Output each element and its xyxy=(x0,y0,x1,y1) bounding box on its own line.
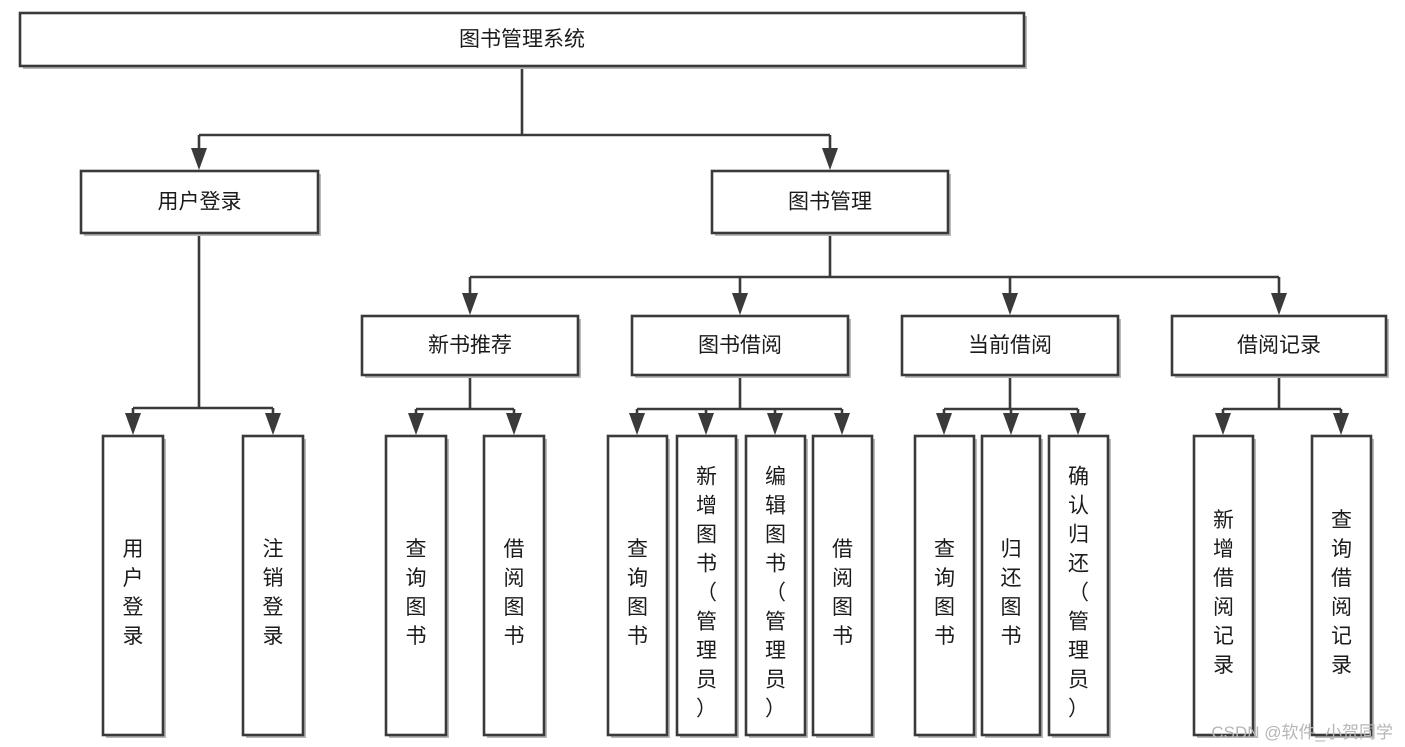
node-label: 图书借阅 xyxy=(698,334,782,357)
node-rect[interactable] xyxy=(1192,434,1255,737)
node-label: 查询图书 xyxy=(934,538,955,648)
node-label: 当前借阅 xyxy=(968,334,1052,357)
node-rect[interactable] xyxy=(360,314,580,377)
node-label: 确认归还（管理员） xyxy=(1068,465,1089,720)
node-label: 借阅图书 xyxy=(504,538,525,648)
node-rect[interactable] xyxy=(710,169,950,235)
node-label: 图书管理系统 xyxy=(459,28,585,51)
node-label: 查询借阅记录 xyxy=(1331,509,1352,677)
node-label: 新增图书（管理员） xyxy=(696,465,717,720)
node-n-book-borrow[interactable]: 图书借阅 xyxy=(630,314,851,378)
node-rect[interactable] xyxy=(384,434,448,737)
node-n-new-book-rec[interactable]: 新书推荐 xyxy=(360,314,581,378)
node-rect[interactable] xyxy=(980,434,1042,737)
node-n-borrow-record[interactable]: 借阅记录 xyxy=(1170,314,1389,378)
node-l-logout[interactable]: 注销登录 xyxy=(241,434,306,738)
node-rect[interactable] xyxy=(675,434,738,737)
node-rect[interactable] xyxy=(79,169,320,235)
connector-layer xyxy=(125,66,1349,435)
connector-e-current-borrow xyxy=(936,375,1086,435)
node-l-query-record[interactable]: 查询借阅记录 xyxy=(1310,434,1374,738)
connector-e-user-login xyxy=(125,233,281,435)
node-rect[interactable] xyxy=(913,434,976,737)
node-rect[interactable] xyxy=(606,434,669,737)
node-label: 图书管理 xyxy=(788,191,872,214)
node-label: 新书推荐 xyxy=(428,334,512,357)
node-rect[interactable] xyxy=(1170,314,1388,377)
node-l-confirm-return[interactable]: 确认归还（管理员） xyxy=(1047,434,1111,738)
node-label: 用户登录 xyxy=(123,538,144,648)
node-layer: 图书管理系统用户登录图书管理新书推荐图书借阅当前借阅借阅记录用户登录注销登录查询… xyxy=(18,11,1389,738)
node-l-add-record[interactable]: 新增借阅记录 xyxy=(1192,434,1256,738)
node-label: 注销登录 xyxy=(263,538,284,648)
node-label: 新增借阅记录 xyxy=(1213,509,1234,677)
node-rect[interactable] xyxy=(18,11,1026,68)
node-label: 用户登录 xyxy=(158,191,242,214)
node-l-query-book-2[interactable]: 查询图书 xyxy=(606,434,670,738)
node-rect[interactable] xyxy=(482,434,546,737)
node-label: 查询图书 xyxy=(406,538,427,648)
connector-e-root xyxy=(191,66,838,170)
node-n-user-login[interactable]: 用户登录 xyxy=(79,169,321,236)
node-label: 查询图书 xyxy=(627,538,648,648)
node-n-current-borrow[interactable]: 当前借阅 xyxy=(900,314,1121,378)
node-label: 归还图书 xyxy=(1001,538,1022,648)
connector-e-new-book-rec xyxy=(408,375,522,435)
node-rect[interactable] xyxy=(744,434,807,737)
node-label: 借阅记录 xyxy=(1237,334,1321,357)
node-label: 借阅图书 xyxy=(832,538,853,648)
connector-e-borrow-record xyxy=(1215,375,1349,435)
node-l-edit-book[interactable]: 编辑图书（管理员） xyxy=(744,434,808,738)
node-l-query-book-3[interactable]: 查询图书 xyxy=(913,434,977,738)
node-rect[interactable] xyxy=(900,314,1120,377)
node-rect[interactable] xyxy=(101,434,165,737)
node-rect[interactable] xyxy=(1047,434,1110,737)
node-rect[interactable] xyxy=(630,314,850,377)
node-rect[interactable] xyxy=(1310,434,1373,737)
node-root[interactable]: 图书管理系统 xyxy=(18,11,1027,69)
connector-e-book-mgmt xyxy=(462,233,1287,315)
node-l-borrow-book-2[interactable]: 借阅图书 xyxy=(811,434,875,738)
connector-e-book-borrow xyxy=(629,375,850,435)
node-l-add-book[interactable]: 新增图书（管理员） xyxy=(675,434,739,738)
node-label: 编辑图书（管理员） xyxy=(765,465,786,720)
node-l-return-book[interactable]: 归还图书 xyxy=(980,434,1043,738)
node-rect[interactable] xyxy=(241,434,305,737)
node-n-book-mgmt[interactable]: 图书管理 xyxy=(710,169,951,236)
node-rect[interactable] xyxy=(811,434,874,737)
node-l-user-login[interactable]: 用户登录 xyxy=(101,434,166,738)
node-l-query-book-1[interactable]: 查询图书 xyxy=(384,434,449,738)
node-l-borrow-book-1[interactable]: 借阅图书 xyxy=(482,434,547,738)
